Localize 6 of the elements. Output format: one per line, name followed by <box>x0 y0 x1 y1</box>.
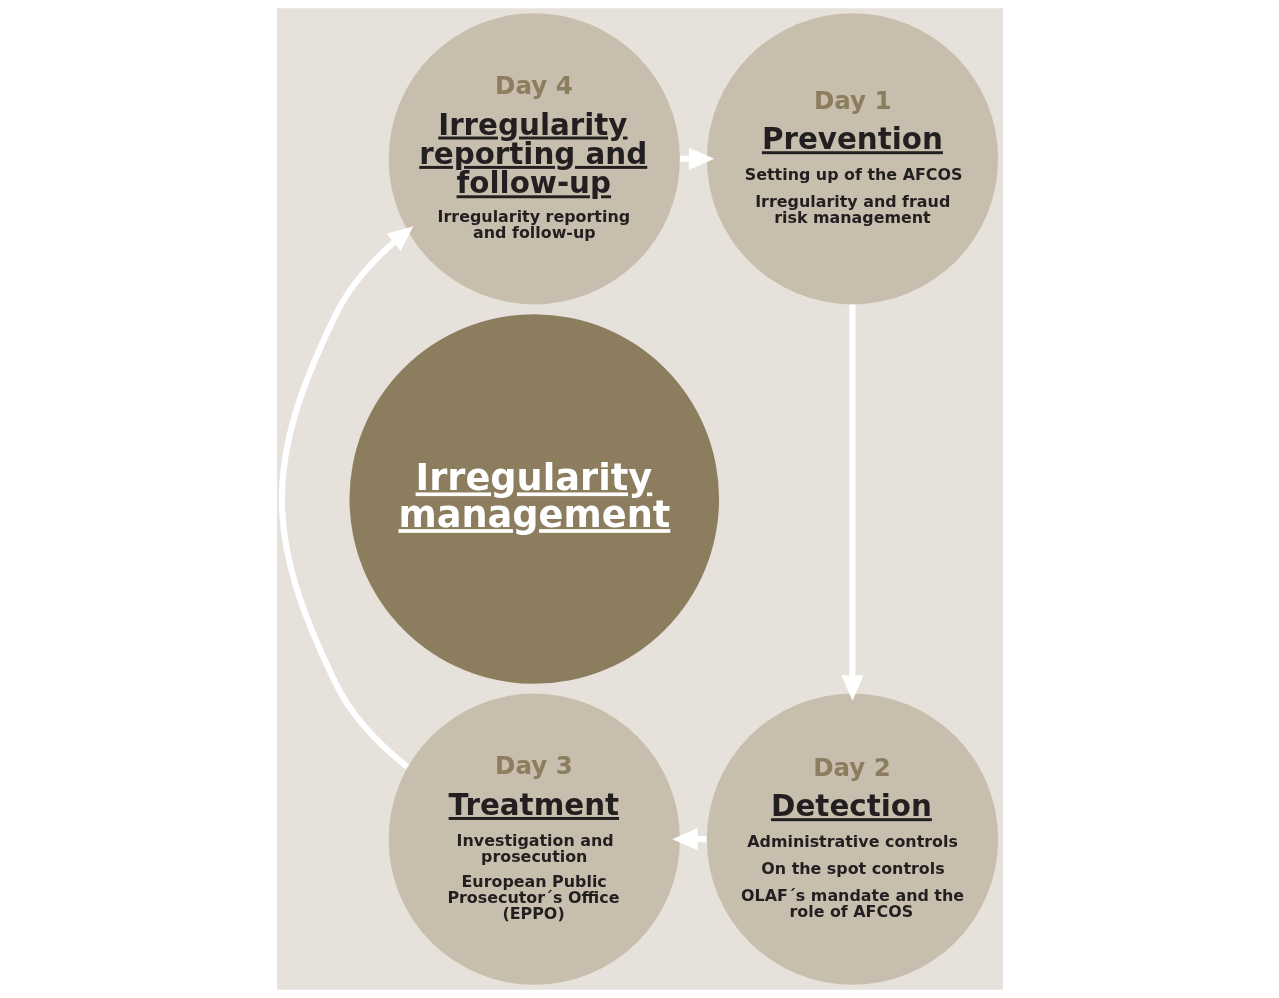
node-circle: Day 3 Treatment Investigation and prosecution European Public Prosecutor´s Office (EPPO) <box>388 693 680 985</box>
node-circle: Day 1 Prevention Setting up of the AFCOS Irregularity and fraud risk management <box>706 13 998 305</box>
node-circle: Irregularity management <box>349 314 719 684</box>
node-circle: Day 2 Detection Administrative controls On the spot controls OLAF´s mandate and the role of AFCOS <box>706 693 998 985</box>
arrow <box>840 304 864 701</box>
arrow <box>278 226 413 770</box>
